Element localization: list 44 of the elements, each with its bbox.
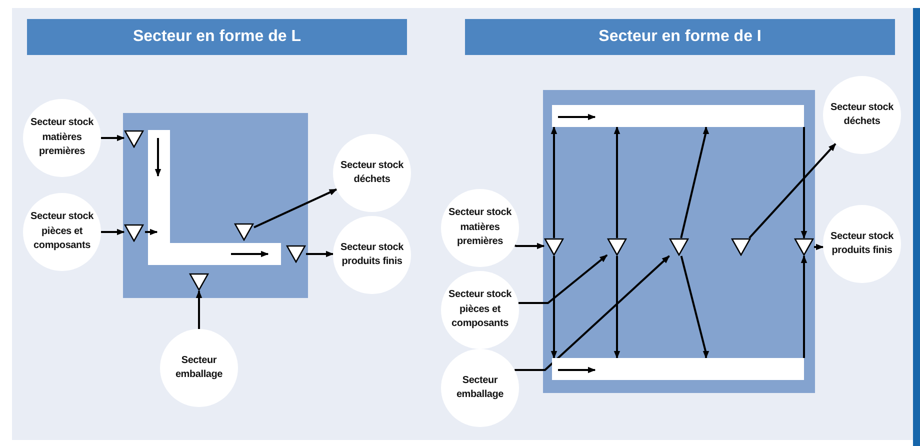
sector-label: Secteur emballage: [174, 354, 224, 382]
triangle-marker: [607, 238, 627, 256]
triangle-marker: [544, 238, 564, 256]
arrow: [514, 255, 670, 371]
arrow: [101, 228, 125, 236]
triangle-marker: [794, 238, 814, 256]
sector-label: Secteur stock pièces et composants: [448, 288, 512, 332]
arrow: [196, 290, 202, 329]
arrow: [254, 188, 338, 228]
arrow: [680, 256, 710, 359]
triangle-marker: [669, 238, 689, 256]
sector-label: Secteur stock déchets: [340, 158, 404, 187]
sector-label: Secteur emballage: [455, 374, 505, 402]
banner-title: Secteur en forme de I: [598, 28, 762, 46]
triangle-marker: [731, 238, 751, 256]
sector-label: Secteur stock matières premières: [30, 116, 94, 160]
triangle-marker: [234, 223, 254, 241]
triangle-marker: [286, 245, 306, 263]
arrow: [748, 143, 836, 239]
arrow: [101, 134, 125, 142]
arrow: [550, 126, 558, 238]
storage-bar: [552, 105, 804, 127]
arrow: [518, 254, 608, 304]
triangle-marker: [189, 273, 209, 291]
arrow: [800, 127, 808, 239]
arrow: [680, 126, 710, 238]
sector-label: Secteur stock matières premières: [448, 206, 512, 250]
arrow: [306, 250, 334, 258]
sector-label: Secteur stock produits finis: [340, 240, 404, 269]
arrow: [614, 256, 620, 359]
sector-label: Secteur stock pièces et composants: [30, 210, 94, 254]
sector-label: Secteur stock produits finis: [830, 230, 894, 258]
arrow: [800, 255, 808, 358]
banner-title: Secteur en forme de L: [132, 28, 302, 46]
arrow: [614, 126, 620, 238]
storage-bar: [552, 358, 804, 380]
arrow: [514, 242, 545, 250]
arrow: [814, 244, 824, 250]
title-banner: [27, 19, 407, 55]
arrow: [550, 256, 558, 359]
triangle-marker: [124, 130, 144, 148]
sector-label: Secteur stock déchets: [830, 100, 894, 129]
title-banner: [465, 19, 895, 55]
triangle-marker: [124, 224, 144, 242]
